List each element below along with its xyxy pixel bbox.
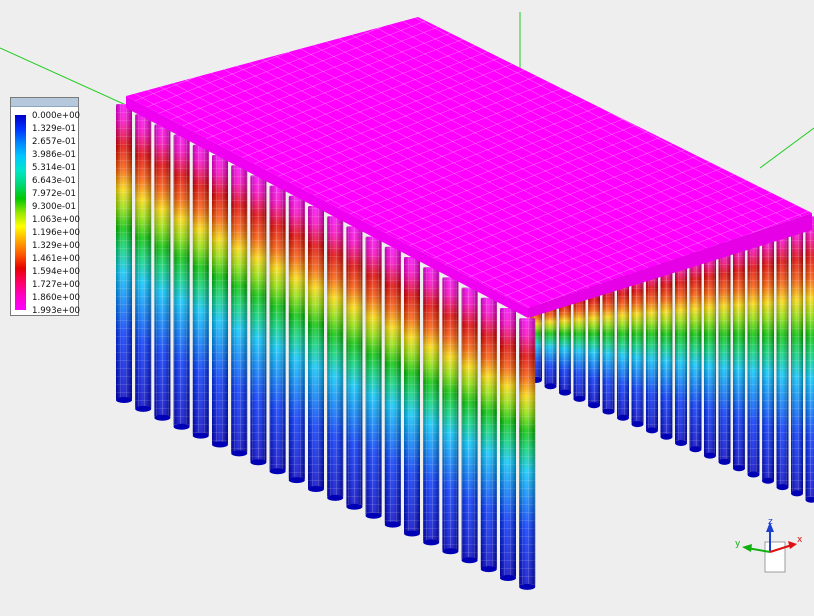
- triad-y-label: y: [735, 539, 741, 549]
- column: [442, 277, 458, 554]
- column: [704, 247, 716, 458]
- legend-label: 9.300e-01: [32, 202, 76, 212]
- column: [661, 260, 673, 439]
- column: [308, 206, 324, 492]
- column: [135, 114, 151, 412]
- column: [617, 274, 629, 421]
- column: [462, 288, 478, 564]
- column: [806, 216, 814, 502]
- legend-label: 1.860e+00: [32, 293, 80, 303]
- column: [500, 308, 516, 581]
- column: [481, 298, 497, 572]
- column: [777, 225, 789, 490]
- column: [791, 221, 803, 497]
- column: [154, 124, 170, 420]
- contour-legend: 0.000e+00 1.329e-01 2.657e-01 3.986e-01 …: [10, 97, 79, 316]
- legend-label: 2.657e-01: [32, 137, 76, 147]
- column: [588, 282, 600, 408]
- legend-label: 1.461e+00: [32, 254, 80, 264]
- legend-label: 7.972e-01: [32, 189, 76, 199]
- legend-label: 1.727e+00: [32, 280, 80, 290]
- legend-label: 5.314e-01: [32, 163, 76, 173]
- column: [366, 237, 382, 519]
- column: [632, 269, 644, 427]
- column: [675, 256, 687, 446]
- column: [690, 252, 702, 453]
- legend-label: 1.063e+00: [32, 215, 80, 225]
- column: [519, 318, 535, 590]
- column: [385, 247, 401, 528]
- triad-x-label: x: [797, 535, 803, 545]
- column: [116, 104, 132, 403]
- legend-header: [11, 98, 78, 107]
- column: [603, 278, 615, 415]
- column: [423, 267, 439, 545]
- legend-label: 1.594e+00: [32, 267, 80, 277]
- column: [574, 287, 586, 402]
- column: [212, 155, 228, 448]
- column: [646, 265, 658, 434]
- legend-label: 1.196e+00: [32, 228, 80, 238]
- column: [748, 234, 760, 478]
- triad-z-label: z: [768, 517, 773, 527]
- column: [762, 230, 774, 484]
- column: [733, 238, 745, 471]
- column: [193, 145, 209, 439]
- column: [327, 216, 343, 501]
- column: [404, 257, 420, 537]
- column: [231, 165, 247, 456]
- legend-label: 3.986e-01: [32, 150, 76, 160]
- column: [346, 226, 362, 509]
- column: [174, 135, 190, 430]
- legend-label: 6.643e-01: [32, 176, 76, 186]
- legend-label: 1.329e-01: [32, 124, 76, 134]
- legend-label: 0.000e+00: [32, 111, 80, 121]
- column: [289, 196, 305, 483]
- column: [719, 243, 731, 465]
- column: [270, 186, 286, 475]
- legend-label: 1.993e+00: [32, 306, 80, 316]
- legend-label: 1.329e+00: [32, 241, 80, 251]
- column: [250, 175, 266, 465]
- legend-color-bar: [15, 115, 26, 310]
- axis-triad: z x y: [735, 517, 803, 572]
